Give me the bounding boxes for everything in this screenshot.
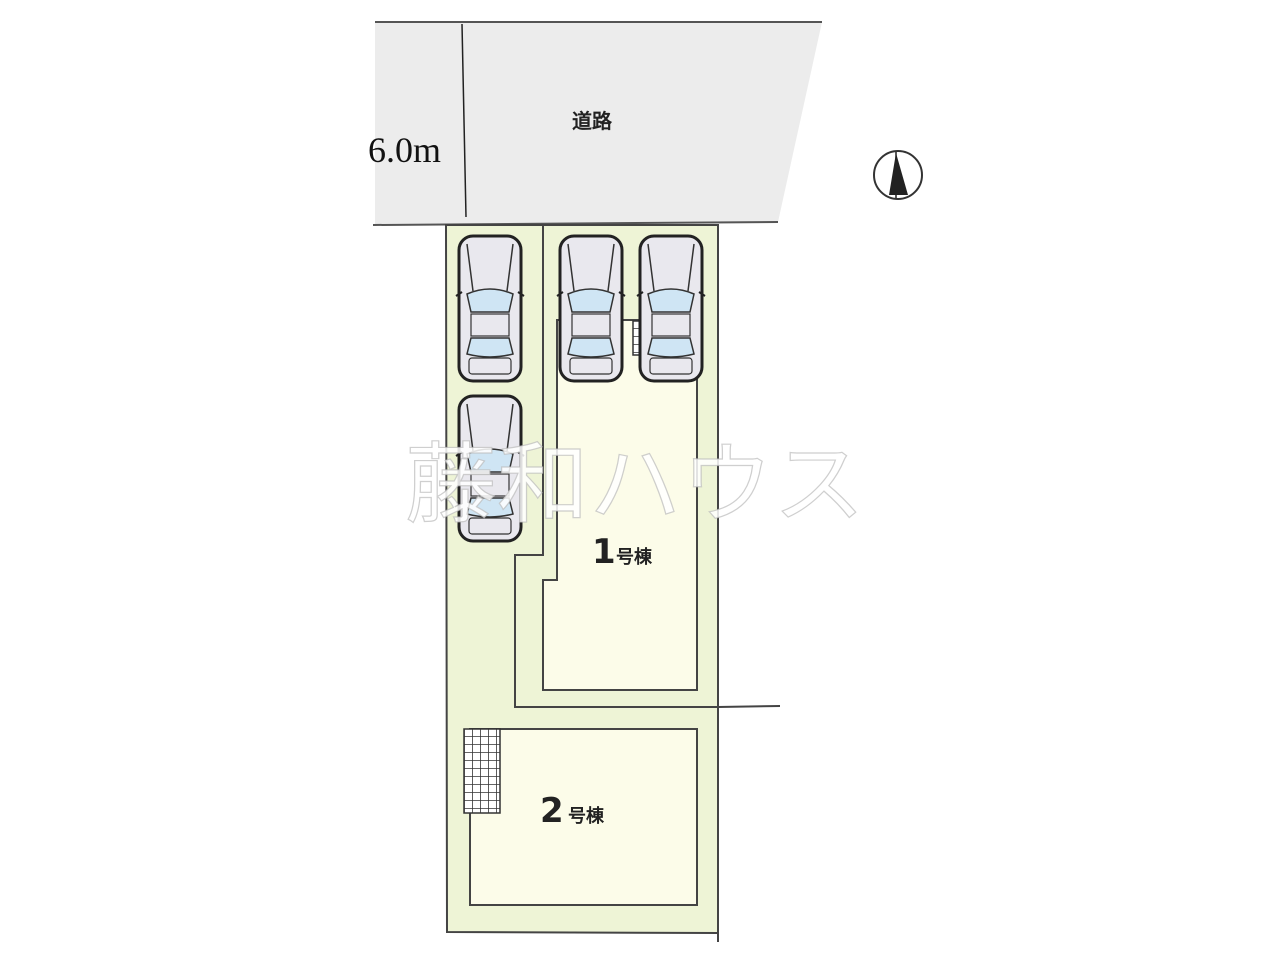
- building-2-number: 2: [540, 791, 564, 831]
- boundary-line: [717, 705, 781, 708]
- parking-car-3: [635, 234, 707, 383]
- building-2: [469, 728, 698, 906]
- road-label: 道路: [572, 109, 613, 133]
- building-1-suffix: 号棟: [616, 546, 653, 568]
- building-1-number: 1: [592, 532, 616, 572]
- entrance-grid: [463, 728, 501, 814]
- road-edge-bottom: [372, 221, 779, 226]
- parking-car-2: [555, 234, 627, 383]
- parking-car-1: [454, 234, 526, 383]
- road-width-label: 6.0m: [368, 130, 441, 170]
- road: [375, 22, 822, 225]
- road-width-dimension-line: [461, 23, 467, 218]
- watermark: 藤和ハウス: [405, 433, 865, 536]
- north-arrow-icon: [873, 150, 923, 200]
- building-2-suffix: 号棟: [568, 805, 605, 827]
